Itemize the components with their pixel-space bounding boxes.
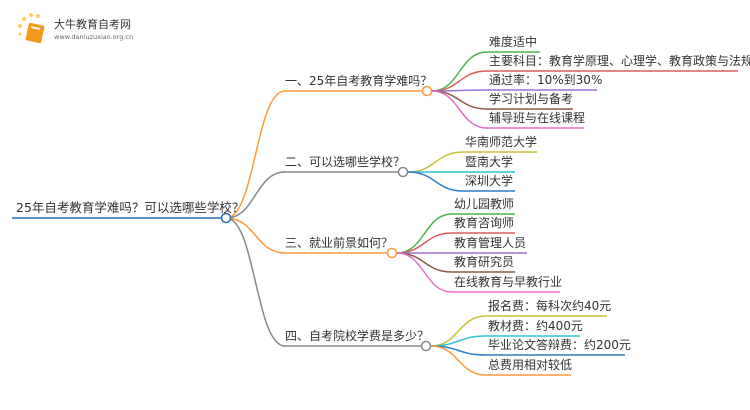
leaf-node[interactable]: 辅导班与在线课程: [489, 111, 586, 125]
leaf-connector: [396, 252, 453, 273]
leaf-node[interactable]: 难度适中: [489, 35, 538, 49]
leaf-node[interactable]: 教育咨询师: [454, 216, 515, 230]
leaf-node[interactable]: 华南师范大学: [465, 135, 538, 149]
leaf-connector: [407, 151, 464, 173]
logo-url: www.daniuzuxiao.org.cn: [54, 33, 134, 41]
branch-connector: [225, 217, 286, 347]
leaf-node[interactable]: 教育研究员: [454, 255, 515, 269]
leaf-node[interactable]: 毕业论文答辩费：约200元: [488, 338, 631, 352]
leaf-connector: [431, 70, 488, 92]
leaf-node[interactable]: 通过率：10%到30%: [489, 73, 603, 87]
logo-title: 大牛教育自考网: [54, 18, 131, 31]
branch-node[interactable]: 二、可以选哪些学校？: [285, 155, 406, 169]
branch-connector: [225, 90, 286, 219]
leaf-node[interactable]: 主要科目：教育学原理、心理学、教育政策与法规: [489, 54, 750, 68]
collapse-toggle-icon: [397, 166, 409, 178]
leaf-connector: [407, 171, 464, 192]
collapse-toggle-icon: [420, 340, 432, 352]
leaf-connector: [430, 345, 487, 376]
branch-connector: [225, 217, 286, 254]
leaf-connector: [396, 252, 453, 293]
leaf-connector: [431, 90, 488, 110]
leaf-node[interactable]: 学习计划与备考: [489, 92, 574, 106]
leaf-connector: [396, 232, 453, 254]
leaf-node[interactable]: 报名费：每科次约40元: [488, 299, 612, 313]
branch-node[interactable]: 一、25年自考教育学难吗？: [285, 74, 433, 88]
leaf-node[interactable]: 暨南大学: [465, 155, 514, 169]
logo: [16, 12, 52, 52]
collapse-toggle-icon: [421, 85, 433, 97]
leaf-connector: [431, 90, 488, 129]
branch-connector: [225, 171, 286, 219]
leaf-node[interactable]: 深圳大学: [465, 174, 514, 188]
root-node[interactable]: 25年自考教育学难吗？可以选哪些学校？: [16, 200, 245, 215]
leaf-node[interactable]: 幼儿园教师: [454, 197, 515, 211]
branch-node[interactable]: 三、就业前景如何？: [285, 236, 394, 250]
leaf-node[interactable]: 教材费：约400元: [488, 319, 583, 333]
leaf-node[interactable]: 总费用相对较低: [488, 358, 573, 372]
collapse-toggle-icon: [220, 212, 232, 224]
leaf-node[interactable]: 在线教育与早教行业: [454, 275, 563, 289]
leaf-node[interactable]: 教育管理人员: [454, 236, 527, 250]
branch-node[interactable]: 四、自考院校学费是多少？: [285, 329, 430, 343]
collapse-toggle-icon: [386, 247, 398, 259]
book-logo-icon: [18, 13, 45, 44]
